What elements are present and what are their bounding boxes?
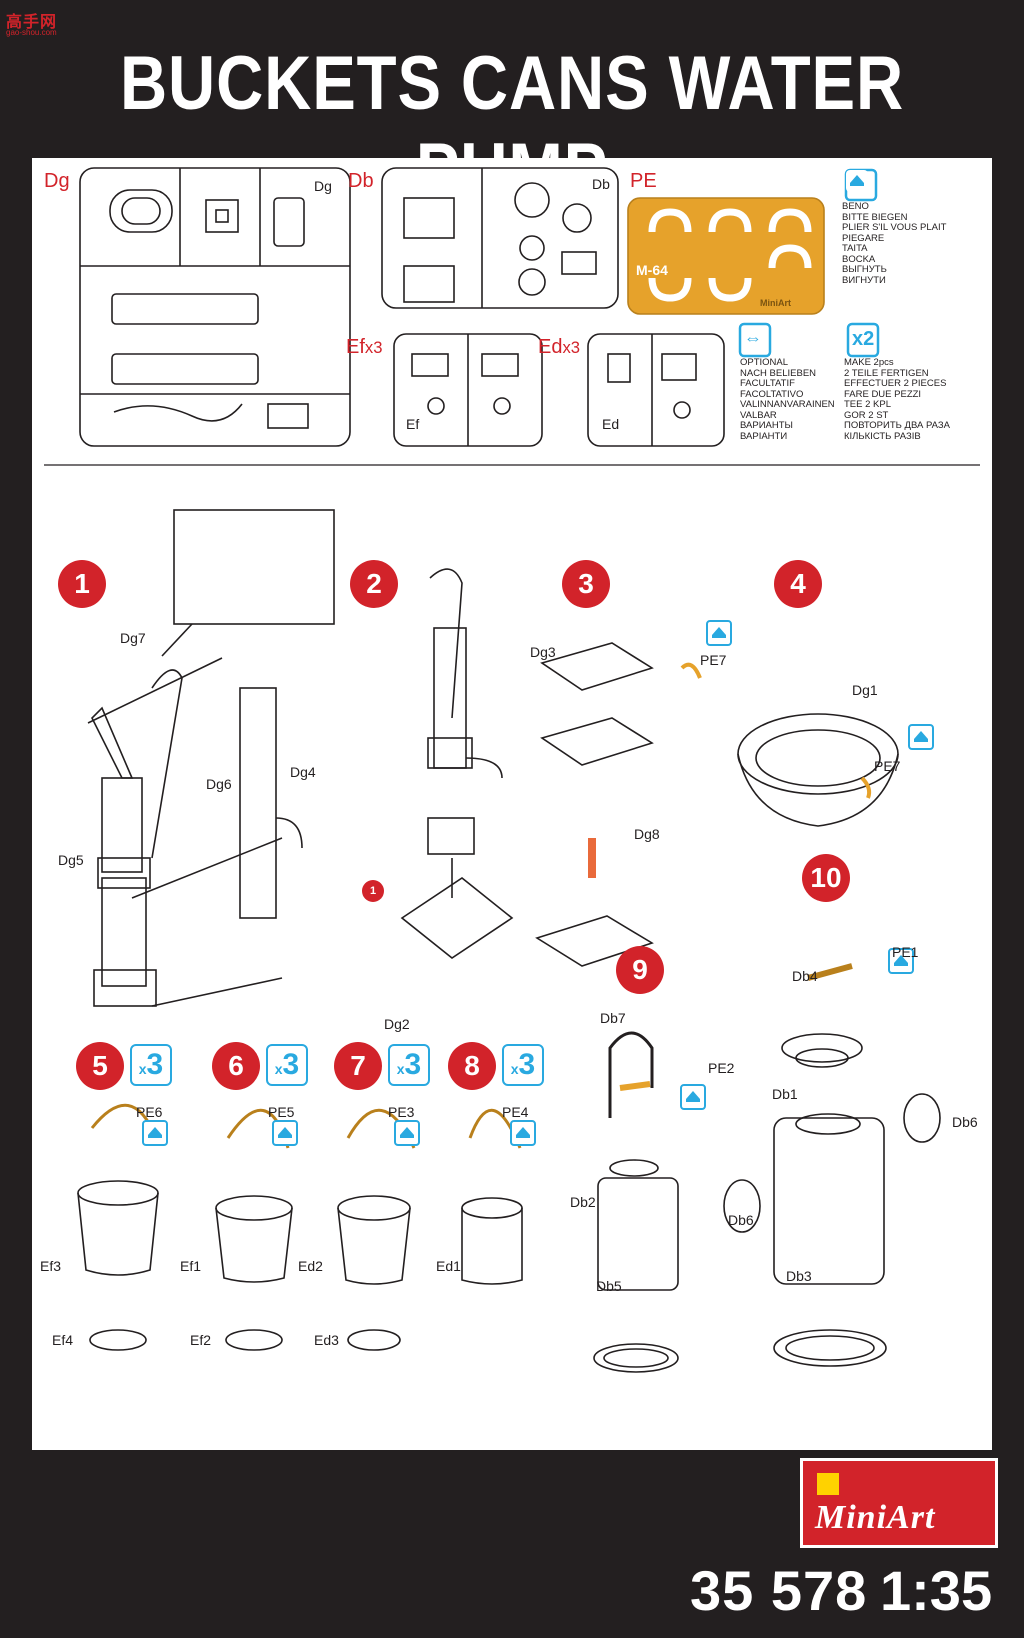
pe-fret-brand: MiniArt (760, 298, 791, 308)
sprue-db-tag: Db (592, 176, 610, 192)
pe-fret-code: M-64 (636, 262, 668, 278)
step-1: 1 (58, 560, 106, 608)
step-2: 2 (350, 560, 398, 608)
brand-logo: MiniArt (800, 1458, 998, 1548)
kit-scale: 1:35 (880, 1559, 993, 1622)
sprue-pe-label: PE (630, 170, 657, 192)
times-three-badge: x3 (266, 1044, 308, 1086)
bend-icon (706, 620, 732, 646)
part-dg4: Dg4 (290, 764, 316, 780)
make-two-icon: x2 (852, 328, 875, 350)
part-db6: Db6 (728, 1212, 754, 1228)
part-db1: Db1 (772, 1086, 798, 1102)
bend-icon (142, 1120, 168, 1146)
part-ef1: Ef1 (180, 1258, 202, 1274)
sprue-dg-tag: Dg (314, 178, 332, 194)
part-dg7: Dg7 (120, 630, 146, 646)
bend-icon (888, 948, 914, 974)
part-pe4: PE4 (502, 1104, 529, 1120)
logo-text: MiniArt (815, 1499, 936, 1536)
bucket-ef1 (215, 1108, 293, 1351)
bend-icon (272, 1120, 298, 1146)
times-three-badge: x3 (502, 1044, 544, 1086)
times-three-badge: x3 (130, 1044, 172, 1086)
part-db3: Db3 (786, 1268, 812, 1284)
step-4: 4 (774, 560, 822, 608)
bend-icon (394, 1120, 420, 1146)
sprue-ed-tag: Ed (602, 416, 620, 432)
part-ef2: Ef2 (190, 1332, 212, 1348)
part-pe5: PE5 (268, 1104, 295, 1120)
times-three-badge: x3 (388, 1044, 430, 1086)
part-db4: Db4 (792, 968, 818, 984)
part-pe2: PE2 (708, 1060, 735, 1076)
step-8: 8 (448, 1042, 496, 1090)
step-5: 5 (76, 1042, 124, 1090)
bend-icon (908, 724, 934, 750)
part-dg1: Dg1 (852, 682, 878, 698)
sprue-ef-label: Efx3 (346, 336, 383, 358)
part-ef3: Ef3 (40, 1258, 62, 1274)
sprue-ed-label: Edx3 (538, 336, 581, 358)
bucket-ed2 (337, 1108, 416, 1351)
kit-number: 35 578 (690, 1559, 868, 1622)
drawings (44, 167, 980, 1373)
sprue-ed-frame (587, 333, 725, 447)
bend-icon (510, 1120, 536, 1146)
watermark: 高手网 gao-shou.com (6, 6, 70, 38)
part-dg3: Dg3 (530, 644, 556, 660)
bend-icon (846, 170, 868, 192)
part-db7: Db7 (600, 1010, 626, 1026)
part-db2: Db2 (570, 1194, 596, 1210)
sprue-dg-frame (79, 167, 351, 447)
part-pe6: PE6 (136, 1104, 163, 1120)
part-pe3: PE3 (388, 1104, 415, 1120)
step-7: 7 (334, 1042, 382, 1090)
part-pe7: PE7 (700, 652, 727, 668)
part-ed2: Ed2 (298, 1258, 323, 1274)
part-dg6: Dg6 (206, 776, 232, 792)
logo-mark (817, 1473, 839, 1495)
step-10: 10 (802, 854, 850, 902)
sprue-db-label: Db (348, 170, 374, 192)
step-6: 6 (212, 1042, 260, 1090)
part-dg5: Dg5 (58, 852, 84, 868)
sprue-ef-tag: Ef (406, 416, 420, 432)
optional-icon: ⇔ (744, 328, 762, 348)
sprue-db-frame (381, 167, 619, 309)
step-3: 3 (562, 560, 610, 608)
sprue-dg-label: Dg (44, 170, 70, 192)
part-ed1: Ed1 (436, 1258, 461, 1274)
bend-icon (680, 1084, 706, 1110)
step-9: 9 (616, 946, 664, 994)
instruction-sheet: Dg Db PE M-64 MiniArt Efx3 Edx3 Dg Db Ef… (32, 158, 992, 1450)
part-pe7: PE7 (874, 758, 901, 774)
watermark-url: gao-shou.com (6, 28, 57, 37)
part-dg2: Dg2 (384, 1016, 410, 1032)
part-ref-1: 1 (362, 880, 384, 902)
part-pe1: PE1 (892, 944, 919, 960)
part-db5: Db5 (596, 1278, 622, 1294)
part-db6: Db6 (952, 1114, 978, 1130)
watermark-text: 高手网 (6, 12, 58, 31)
part-dg8: Dg8 (634, 826, 660, 842)
part-ef4: Ef4 (52, 1332, 74, 1348)
part-ed3: Ed3 (314, 1332, 339, 1348)
